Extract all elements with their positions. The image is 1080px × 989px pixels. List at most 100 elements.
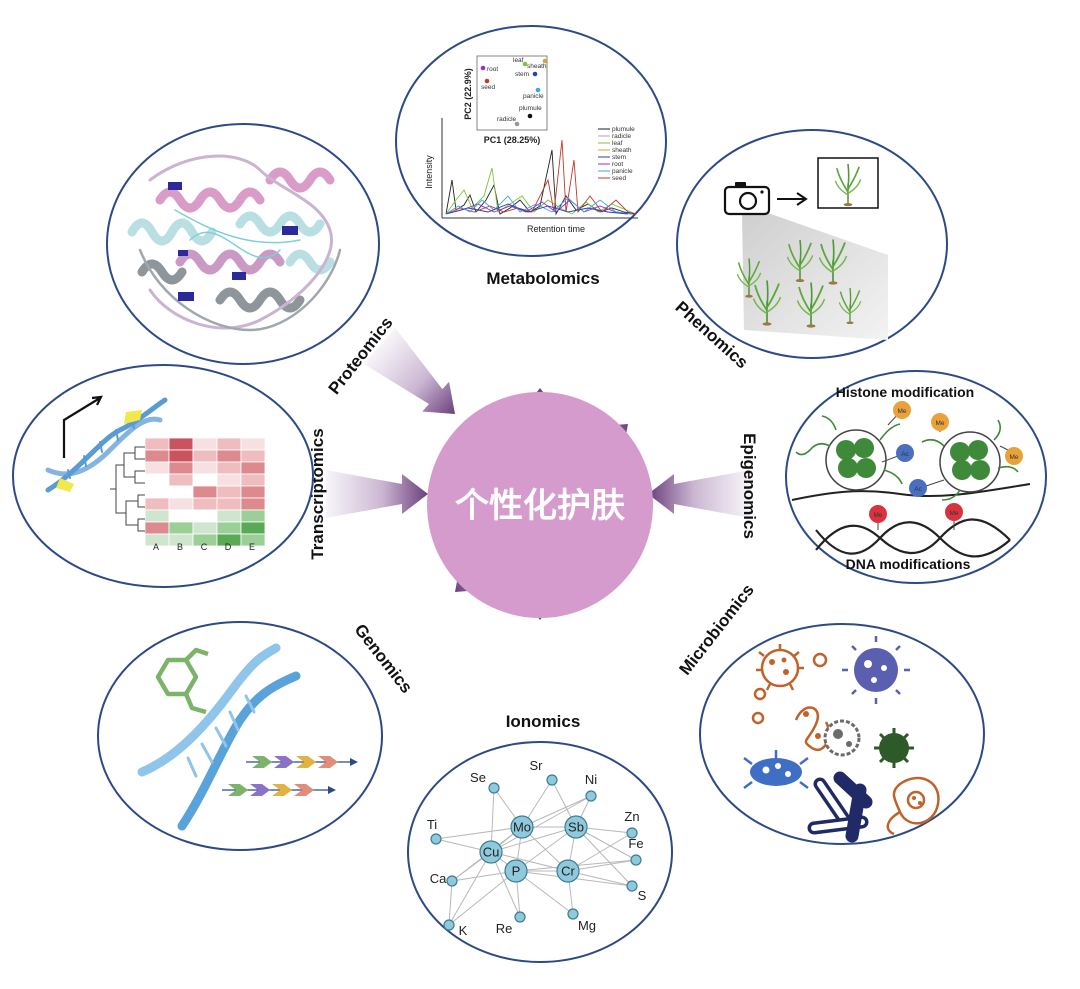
ionome-label-zn: Zn (624, 809, 639, 824)
heatmap-cell (240, 521, 266, 535)
legend-stem: stem (612, 154, 626, 161)
heatmap-cell (144, 485, 170, 499)
heatmap-cell (144, 461, 170, 475)
ionome-edge (490, 826, 577, 853)
heatmap-col-a: A (153, 542, 159, 552)
gene-track (246, 756, 358, 768)
histone-tails (795, 415, 1019, 501)
ac-badge: Ac (909, 479, 945, 497)
heatmap-cell (144, 473, 170, 487)
ionome-edge (515, 826, 577, 872)
pca-label-radicle: radicle (497, 116, 517, 123)
heatmap-cell (168, 485, 194, 499)
ribbon-loop (189, 231, 281, 259)
ionome-node-ni (585, 790, 597, 802)
ionome-edge (575, 826, 633, 887)
heatmap-cell (168, 437, 194, 451)
arrow-from-epigenomics (648, 470, 750, 518)
heatmap-col-b: B (177, 542, 183, 552)
ribbon-strand (232, 272, 246, 280)
rod-bacteria-icon (807, 771, 873, 843)
pca-label-stem: stem (515, 71, 529, 78)
heatmap-cell (240, 533, 266, 547)
ionome-node-zn (626, 827, 638, 839)
pca-point-root (480, 65, 486, 71)
blue-bacterium-icon (743, 750, 809, 789)
genomics-panel (97, 621, 383, 851)
pca-point-stem (532, 71, 538, 77)
ionome-node-se (488, 782, 500, 794)
ionome-node-mg (567, 908, 579, 920)
ionome-label-cr: Cr (561, 864, 575, 879)
ribbon-strand (168, 182, 182, 190)
ionome-edge (448, 880, 453, 926)
center-title: 个性化护肤 (455, 486, 625, 526)
chromatogram-legend: plumule radicle leaf sheath stem root pa… (598, 126, 635, 182)
histone-modification-title: Histone modification (836, 384, 974, 400)
ribbon-loop (138, 248, 342, 332)
svg-text:Me: Me (897, 408, 906, 415)
heatmap-cell (144, 437, 170, 451)
panel-ring (785, 370, 1047, 584)
heatmap-dendrogram (110, 446, 145, 532)
dna-me-badge: Me (945, 503, 963, 530)
legend-leaf: leaf (612, 140, 623, 147)
ionome-label-sr: Sr (530, 758, 544, 773)
expression-heatmap (144, 437, 266, 547)
legend-sheath: sheath (612, 147, 632, 154)
grey-coccus-icon (823, 719, 861, 757)
me-badge: Me (931, 413, 949, 432)
label-transcriptomics: Transcriptomics (308, 428, 327, 559)
panel-ring (97, 621, 383, 851)
heatmap-cell (168, 449, 194, 463)
heatmap-cell (168, 497, 194, 511)
heatmap-cell (168, 461, 194, 475)
legend-root: root (612, 161, 623, 168)
heatmap-cell (144, 521, 170, 535)
pca-label-sheath: sheath (527, 63, 547, 70)
pca-label-seed: seed (481, 84, 495, 91)
svg-text:Me: Me (949, 510, 958, 517)
dna-modifications-title: DNA modifications (846, 556, 971, 572)
camera-icon (723, 182, 771, 216)
svg-text:Ac: Ac (914, 486, 922, 493)
ionome-edge (448, 851, 492, 926)
ionome-node-ca (446, 875, 458, 887)
heatmap-col-d: D (225, 542, 232, 552)
legend-radicle: radicle (612, 133, 632, 140)
legend-seed: seed (612, 175, 626, 182)
gene-track (222, 784, 336, 796)
heatmap-cell (216, 449, 242, 463)
ribbon-helix (155, 187, 265, 213)
heatmap-cell (216, 437, 242, 451)
arrow-from-transcriptomics (326, 470, 428, 518)
chromatin-fiber (791, 483, 1031, 501)
heatmap-cell (144, 509, 170, 523)
pca-point-panicle (535, 87, 541, 93)
ionome-label-mo: Mo (513, 820, 531, 835)
label-epigenomics: Epigenomics (740, 433, 759, 539)
heatmap-cell (240, 461, 266, 475)
ionome-node-s (626, 880, 638, 892)
pca-label-root: root (487, 66, 498, 73)
pca-plot (476, 55, 548, 131)
legend-panicle: panicle (612, 168, 633, 175)
ionome-node-fe (630, 854, 642, 866)
ionome-edge (490, 851, 569, 872)
pca-point-seed (484, 78, 490, 84)
center-circle (427, 392, 653, 618)
ribbon-helix (265, 167, 335, 193)
pca-label-panicle: panicle (523, 93, 544, 100)
ionome-node-ti (430, 833, 442, 845)
ionome-label-mg: Mg (578, 918, 596, 933)
pca-label-leaf: leaf (513, 57, 524, 64)
ionome-node-p (504, 859, 528, 883)
heatmap-cell (144, 497, 170, 511)
trace-stem (445, 203, 629, 215)
virus-icon (842, 636, 910, 704)
label-metabolomics: Metabolomics (486, 269, 599, 288)
legend-plumule: plumule (612, 126, 635, 133)
